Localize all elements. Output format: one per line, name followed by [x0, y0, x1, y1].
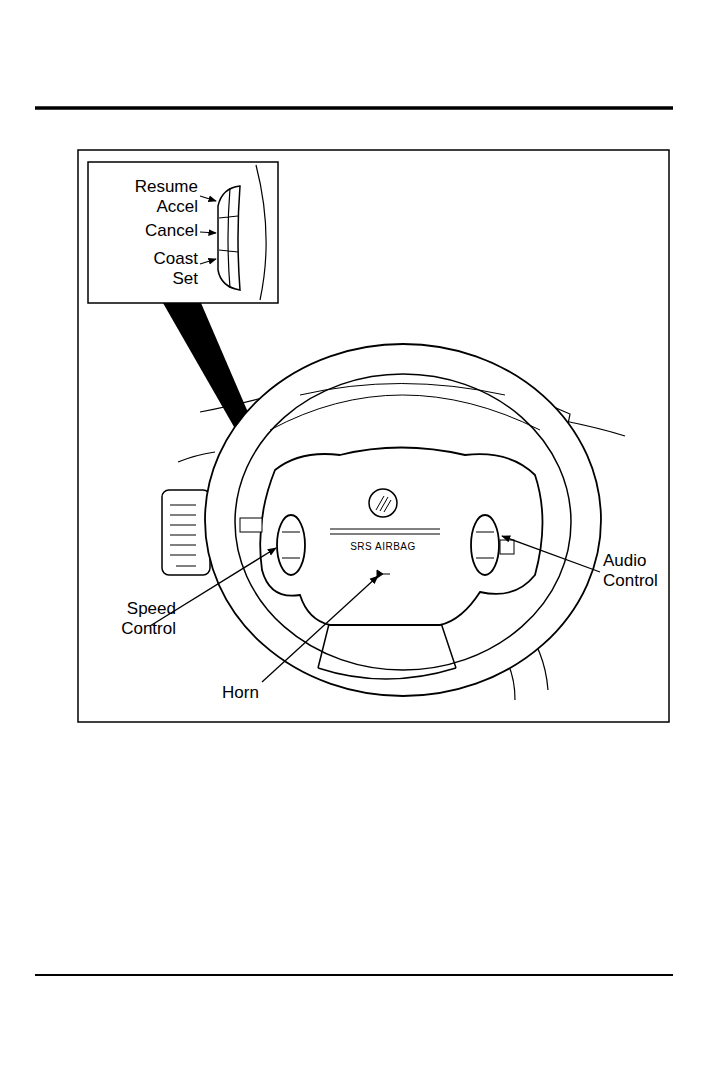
top-rule — [35, 106, 673, 110]
bottom-rule — [35, 974, 673, 976]
horn-symbol — [377, 570, 390, 578]
stalk-base — [240, 518, 262, 532]
leader-line — [200, 259, 216, 264]
pod-divisions — [282, 532, 300, 558]
wheel-rim-detail — [256, 165, 266, 300]
vent-slats — [170, 505, 196, 566]
part-label: Cancel — [130, 221, 198, 241]
figure-frame — [78, 150, 669, 722]
inset-frame — [88, 162, 278, 303]
part-label: Coast Set — [148, 249, 198, 289]
lower-spoke — [318, 620, 456, 679]
air-vent — [162, 490, 210, 575]
leader-line — [262, 576, 378, 682]
hub-bar — [330, 529, 440, 534]
airbag-hub — [260, 448, 542, 626]
steering-wheel-inner — [235, 374, 571, 670]
switch-base — [500, 540, 514, 554]
part-label: Resume Accel — [130, 177, 198, 217]
leader-line — [200, 196, 216, 201]
steering-wheel-rim — [205, 344, 601, 696]
leader-line — [200, 232, 216, 233]
part-label: Audio Control — [603, 551, 669, 591]
cover-marking: SRS AIRBAG — [333, 541, 433, 553]
part-label: Horn — [222, 683, 282, 703]
audio-control-pod — [471, 515, 499, 575]
part-label: Speed Control — [116, 599, 176, 639]
pod-divisions — [476, 532, 494, 558]
logo-mark — [376, 496, 391, 512]
leader-line — [502, 536, 600, 572]
speed-control-pod — [277, 515, 305, 575]
speed-control-button — [218, 186, 240, 290]
button-divisions — [219, 188, 238, 288]
logo-emblem — [369, 489, 397, 517]
rim-shading — [270, 384, 540, 431]
